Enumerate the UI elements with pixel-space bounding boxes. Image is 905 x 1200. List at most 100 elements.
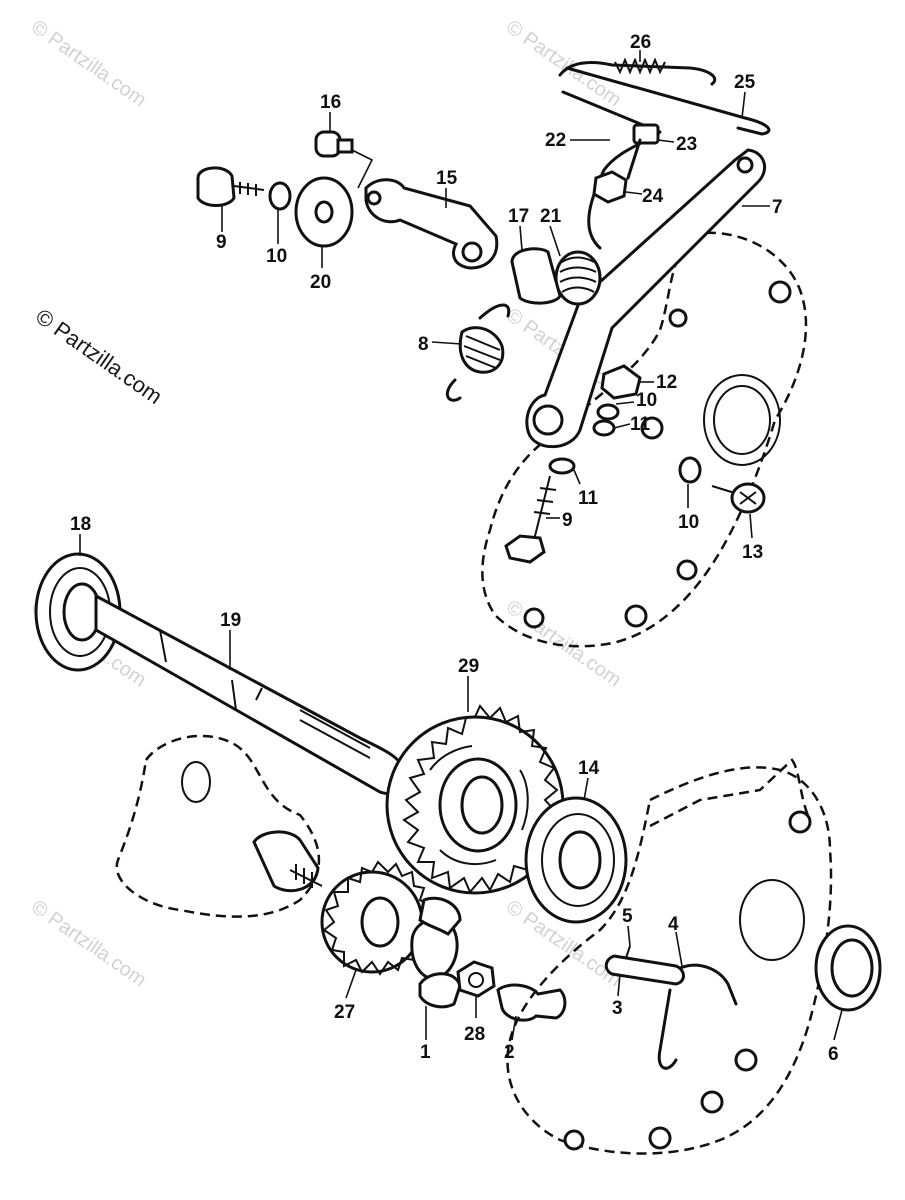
leader-27 [345,969,357,999]
gear-27-bore [360,896,400,948]
part-label-10: 10 [678,512,699,533]
leader-17 [519,225,523,251]
lower-left-housing [115,734,321,918]
leader-11b [573,469,581,485]
nut-28-hole [468,972,484,988]
spring-8-windings [463,335,501,369]
washer-10 [268,181,292,211]
housing-boss [734,1048,758,1072]
spring-26-rod [558,61,717,86]
part-label-26: 26 [630,32,651,53]
shaft-assembly [34,552,407,795]
screw-13-slot [739,491,757,505]
housing-boss [700,1090,724,1114]
upper-assembly [196,57,808,648]
part-label-13: 13 [742,542,763,563]
lower-left-bore [181,761,211,803]
stopper-3 [604,954,685,986]
leader-25 [741,91,746,119]
gear-27-teeth [322,860,432,976]
part-label-7: 7 [772,197,783,218]
leader-23 [657,139,675,143]
watermark: © Partzilla.com [27,896,150,991]
housing-boss [768,280,792,304]
washer-11-mid [592,419,616,437]
part-label-9: 9 [216,232,227,253]
part-label-29: 29 [458,656,479,677]
washer-20-hole [314,200,334,224]
collar-17 [510,247,562,305]
lever-7-eye [532,404,564,436]
leader-lines [79,50,843,1041]
ratchet-1-pawl [418,972,462,1009]
part-label-4: 4 [668,914,679,935]
bearing-14-inner [558,830,602,890]
washer-10-mid [596,403,620,421]
nut-24 [592,170,628,204]
housing-boss [676,559,698,581]
part-label-10: 10 [266,246,287,267]
part-label-17: 17 [508,206,529,227]
bolt-9-lower-shank [533,475,557,541]
bolt-9-head [196,166,236,207]
part-label-11: 11 [578,488,599,509]
seal-6-inner [830,938,874,998]
leader-14 [583,777,589,801]
washer-10-low [678,456,702,484]
part-label-8: 8 [418,334,429,355]
spring-21-coil [559,256,597,293]
leader-4 [675,931,683,967]
bolt-23-head [632,123,660,145]
part-label-27: 27 [334,1002,355,1023]
housing-boss [788,810,812,834]
leader-24 [625,191,643,195]
shaft-19 [94,593,407,795]
part-label-2: 2 [504,1042,515,1063]
arm-15-eye [461,241,483,263]
shaft-19-spline [299,709,371,759]
housing-boss [648,1126,672,1150]
bolt-9-lower-head [504,534,546,564]
ratchet-1-spring [418,896,462,936]
part-label-20: 20 [310,272,331,293]
leader-11a [613,423,631,429]
lower-left-boss [252,830,320,893]
gear-29-spokes [429,745,529,866]
guide-2 [496,983,567,1022]
housing-boss [523,607,545,629]
rod-25 [565,66,771,136]
part-label-22: 22 [545,130,566,151]
leader-8 [431,341,463,345]
shaft-19-step [159,629,263,711]
part-label-25: 25 [734,72,756,93]
part-label-11: 11 [630,414,651,435]
bolt-23-shank [626,138,642,180]
lever-7 [525,148,767,449]
bolt-16-path [351,149,374,189]
lever-7-pivot [736,156,754,174]
bolt-16-shank [336,138,354,154]
lower-right-housing [506,766,833,1155]
part-label-5: 5 [622,906,633,927]
washer-11-low [548,457,576,475]
lower-right-bore [739,879,805,961]
housing-boss [624,604,648,628]
housing-boss [563,1129,585,1151]
upper-housing-bore [703,374,781,466]
spring-8-hook [445,303,511,402]
gear-29-bore [460,775,504,835]
upper-housing-bore-inner [713,385,771,455]
part-label-3: 3 [612,998,623,1019]
lower-left-stud [289,864,323,888]
part-label-15: 15 [436,168,458,189]
part-label-6: 6 [828,1044,839,1065]
part-label-1: 1 [420,1042,431,1063]
part-label-21: 21 [540,206,562,227]
part-label-10: 10 [636,390,657,411]
spring-4 [657,963,738,1070]
leader-21 [549,225,561,257]
part-label-24: 24 [642,186,664,207]
side-watermark: © Partzilla.com [31,304,167,410]
spring-26-coil [614,57,666,75]
